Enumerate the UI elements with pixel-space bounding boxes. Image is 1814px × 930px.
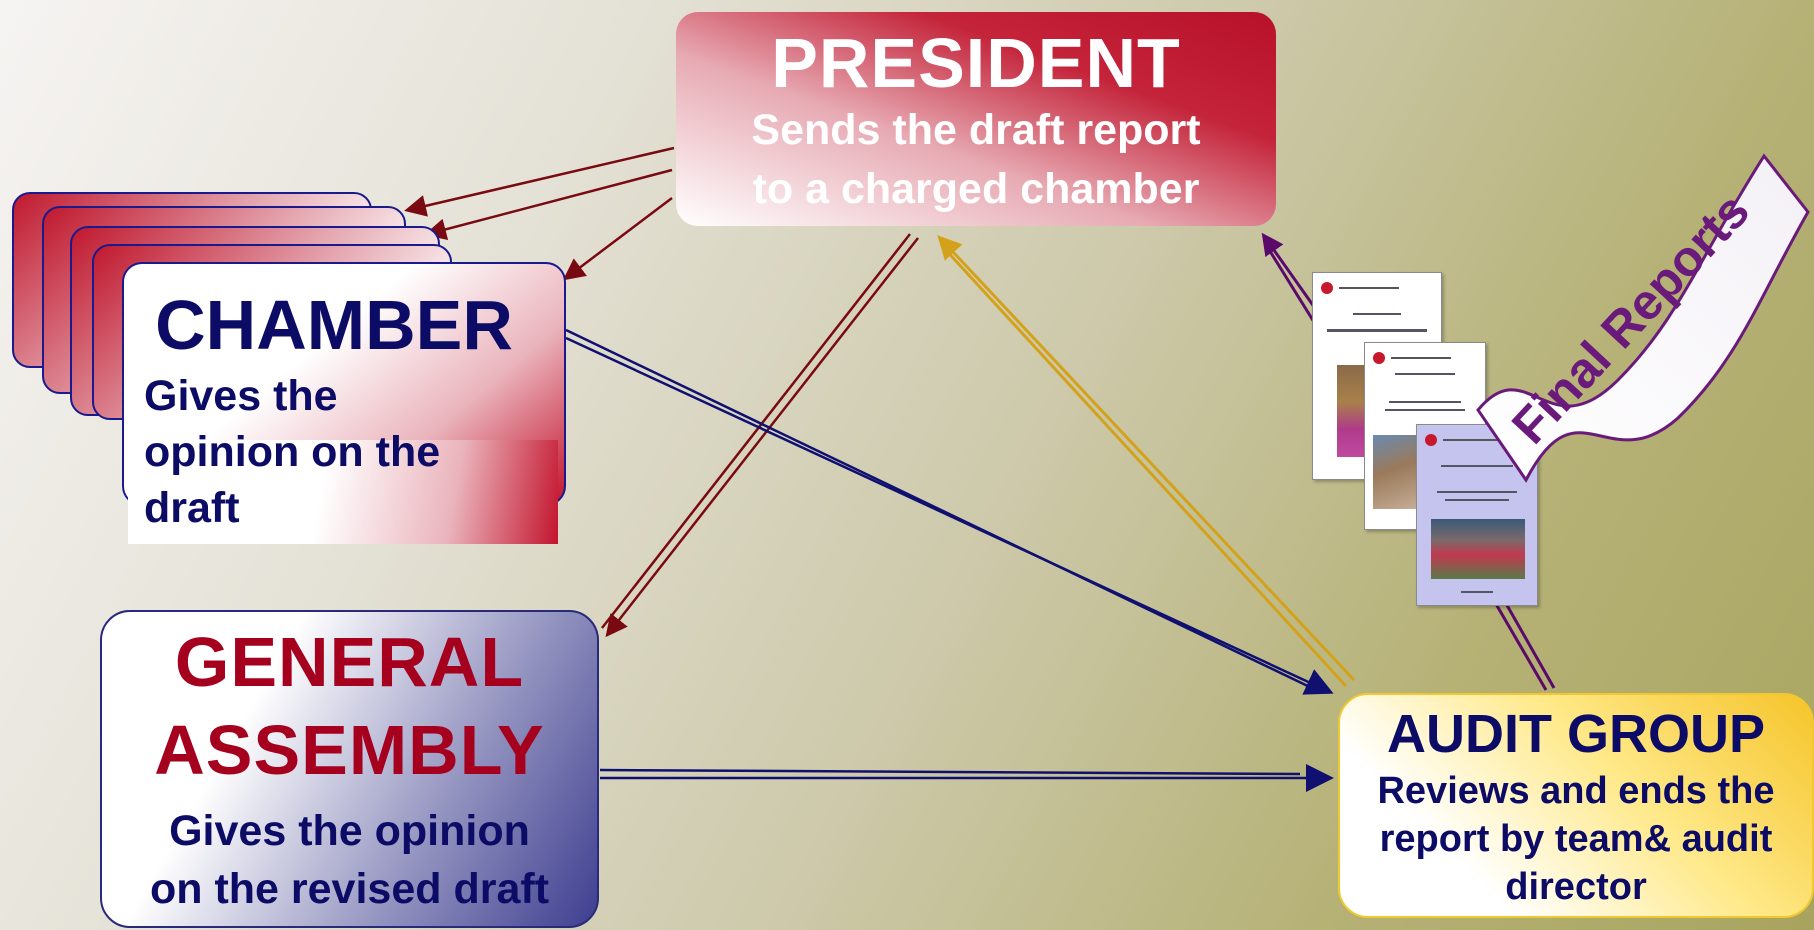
general-assembly-subtitle-line-2: on the revised draft <box>149 865 550 913</box>
audit-group-subtitle-line-3: director <box>1505 866 1647 908</box>
general-assembly-box: GENERAL ASSEMBLY Gives the opinion on th… <box>100 610 599 928</box>
seal-icon <box>1321 282 1333 294</box>
chamber-card-extension <box>128 440 558 544</box>
arrow-audit-to-reports <box>1494 599 1556 691</box>
report-photo <box>1431 519 1525 579</box>
general-assembly-title-line-1: GENERAL <box>174 623 525 701</box>
arrow-assembly-to-audit <box>599 764 1334 792</box>
seal-icon <box>1373 352 1385 364</box>
seal-icon <box>1425 434 1437 446</box>
arrow-president-to-assembly <box>601 233 919 638</box>
general-assembly-subtitle-line-1: Gives the opinion <box>169 807 530 855</box>
audit-group-subtitle-line-2: report by team& audit <box>1379 818 1773 860</box>
general-assembly-title-line-2: ASSEMBLY <box>154 711 545 789</box>
president-box: PRESIDENT Sends the draft report to a ch… <box>676 12 1276 226</box>
arrow-audit-to-president <box>937 235 1356 688</box>
arrow-president-to-chamber-2 <box>424 168 673 241</box>
banner-shape <box>1476 153 1810 483</box>
chamber-subtitle-line-1: Gives the <box>144 372 338 420</box>
final-reports-banner: Final Reports <box>1476 153 1810 483</box>
president-subtitle-line-1: Sends the draft report <box>751 106 1201 154</box>
report-photo <box>1337 365 1367 457</box>
chamber-title: CHAMBER <box>155 286 513 364</box>
chamber-subtitle-wrap: Gives the opinion on the draft <box>122 262 566 552</box>
president-subtitle-line-2: to a charged chamber <box>752 165 1200 213</box>
audit-group-subtitle-line-1: Reviews and ends the <box>1377 770 1775 812</box>
audit-group-box: AUDIT GROUP Reviews and ends the report … <box>1338 693 1814 918</box>
chamber-subtitle-line-2: opinion on the <box>144 428 441 476</box>
audit-group-title: AUDIT GROUP <box>1387 704 1765 764</box>
chamber-subtitle-line-3: draft <box>144 484 240 532</box>
president-title: PRESIDENT <box>771 24 1181 102</box>
arrow-president-to-chamber-1 <box>404 146 675 217</box>
arrow-chamber-to-audit <box>565 328 1334 695</box>
arrow-president-to-chamber-3 <box>562 197 673 281</box>
